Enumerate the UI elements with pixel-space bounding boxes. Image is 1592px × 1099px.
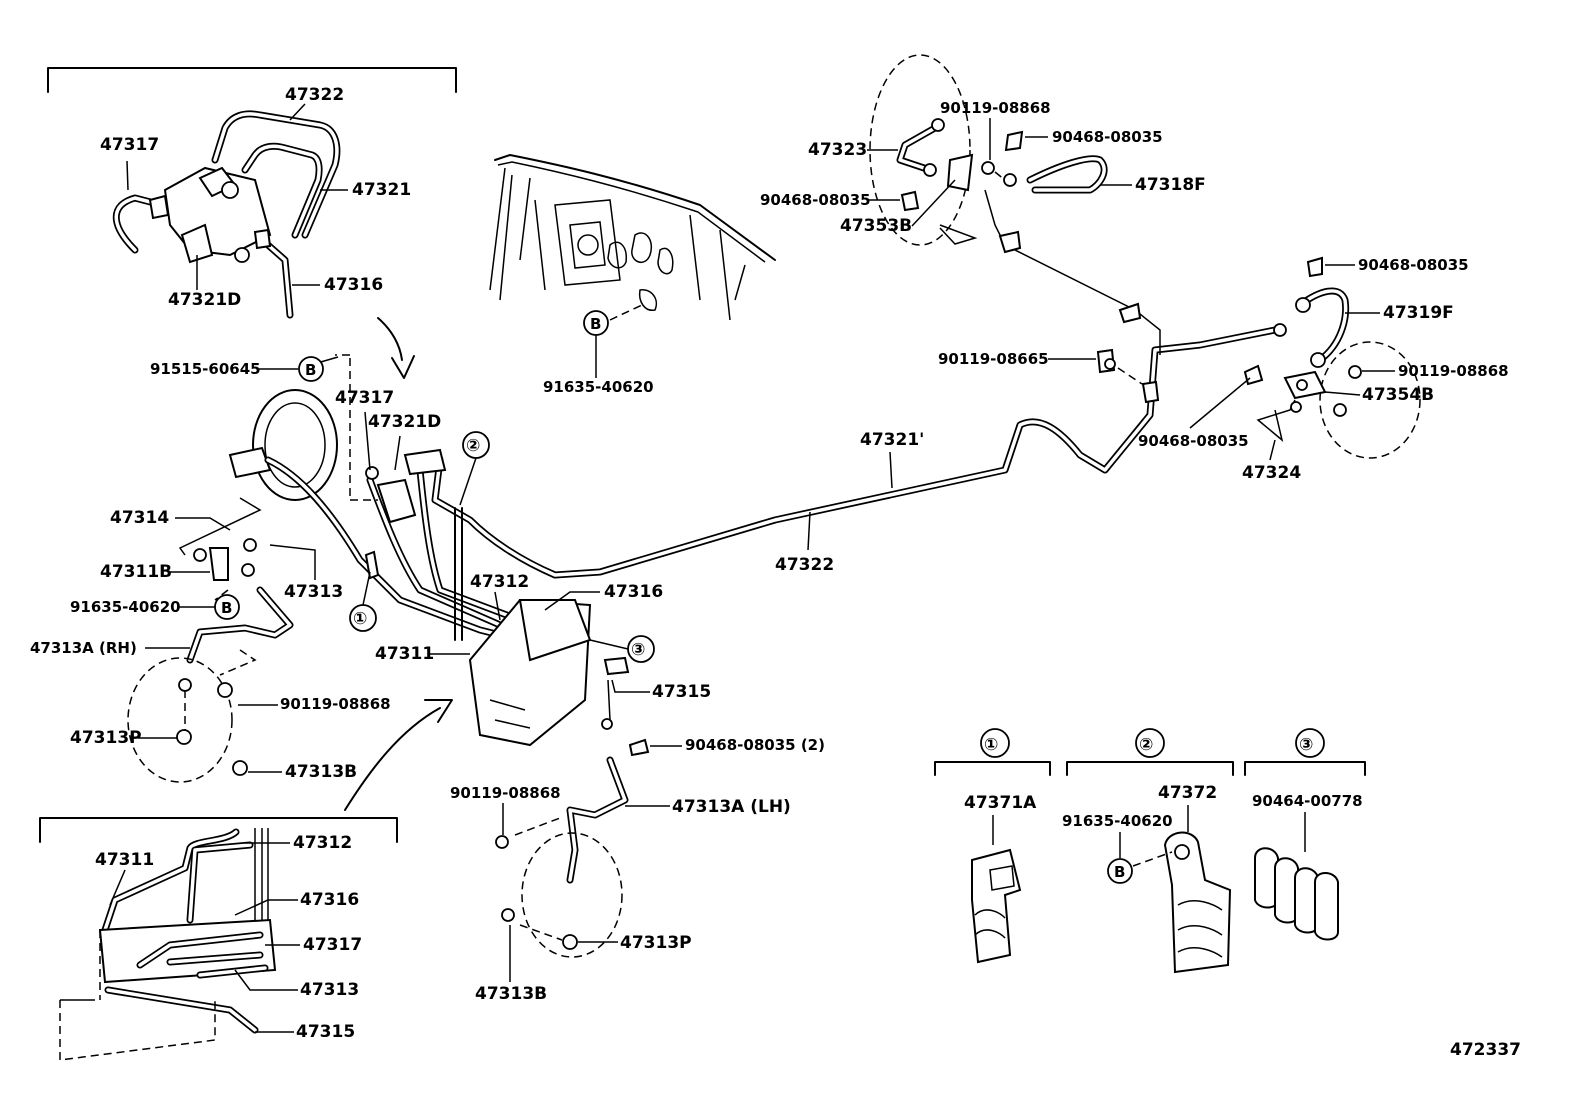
marker-b-top: B [590,315,601,333]
label-47312-mid: 47312 [470,572,529,592]
label-47324: 47324 [1242,463,1301,483]
legend-label-91635-40620: 91635-40620 [1062,812,1173,830]
legend-marker-3: ③ [1299,735,1313,755]
label-91635-40620-top: 91635-40620 [543,378,654,396]
legend-marker-1: ① [984,735,998,755]
legend-label-47372: 47372 [1158,783,1217,803]
label-47321D-top: 47321D [168,290,241,310]
label-47313A-LH: 47313A (LH) [672,797,791,817]
label-47316-mid: 47316 [604,582,663,602]
label-47321D-mid: 47321D [368,412,441,432]
label-91515-60645: 91515-60645 [150,360,261,378]
body-panel: B 91635-40620 [489,154,776,396]
label-47317-mid: 47317 [335,388,394,408]
arrow-up-icon [344,707,441,811]
label-47315-mid: 47315 [652,682,711,702]
marker-b-left1: B [305,361,316,379]
label-90119-08665: 90119-08665 [938,350,1049,368]
legend-label-47371A: 47371A [964,793,1037,813]
inset-label-47316: 47316 [300,890,359,910]
label-47313P-left: 47313P [70,728,142,748]
rear-line-labels: 47321' 47322 [775,430,924,575]
label-47354B: 47354B [1362,385,1434,405]
label-90119-08868-r: 90119-08868 [1398,362,1509,380]
label-90468-08035-r2: 90468-08035 [1138,432,1249,450]
label-47313: 47313 [284,582,343,602]
label-47321-prime: 47321' [860,430,924,450]
marker-1-main: ① [353,609,367,629]
label-47313P-mid: 47313P [620,933,692,953]
clamp-legend: ① ② ③ 47371A 47372 91635-40620 B 90464-0… [934,728,1366,974]
diagram-number: 472337 [1450,1040,1521,1060]
inset-label-47315: 47315 [296,1022,355,1042]
inset-valve-assembly: 47322 47317 47321 47321D 47316 [47,67,457,379]
label-47314: 47314 [110,508,169,528]
legend-marker-b: B [1114,863,1125,881]
marker-2-main: ② [466,436,480,456]
legend-label-90464-00778: 90464-00778 [1252,792,1363,810]
label-91635-40620-left: 91635-40620 [70,598,181,616]
legend-marker-2: ② [1139,735,1153,755]
label-47313B-left: 47313B [285,762,357,782]
label-90468-08035-trl: 90468-08035 [760,191,871,209]
rear-hose-right: 90468-08035 47319F 90119-08665 90119-088… [938,256,1509,483]
label-47323: 47323 [808,140,867,160]
label-47321-top: 47321 [352,180,411,200]
marker-b-left2: B [221,599,232,617]
inset-line-routing: 47311 47312 47316 47317 47313 47315 [39,817,398,1061]
label-47311-mid: 47311 [375,644,434,664]
label-47317-top: 47317 [100,135,159,155]
label-47353B: 47353B [840,216,912,236]
label-47313B-mid: 47313B [475,984,547,1004]
label-47318F: 47318F [1135,175,1206,195]
label-47322-top: 47322 [285,85,344,105]
label-47319F: 47319F [1383,303,1454,323]
label-90468-08035-2: 90468-08035 (2) [685,736,825,754]
label-47313A-RH: 47313A (RH) [30,639,137,657]
rear-hose-upper: 90119-08868 90468-08035 47323 47318F 904… [760,54,1206,355]
main-assembly: B 91515-60645 47317 47321D ② 47314 47311… [30,326,1279,1004]
label-90119-08868-tr: 90119-08868 [940,99,1051,117]
arrow-down-icon [377,317,403,361]
inset-label-47317: 47317 [303,935,362,955]
inset-label-47313: 47313 [300,980,359,1000]
inset-label-47311: 47311 [95,850,154,870]
marker-3-main: ③ [631,640,645,660]
label-90468-08035-tr: 90468-08035 [1052,128,1163,146]
label-47322-mid: 47322 [775,555,834,575]
inset-label-47312: 47312 [293,833,352,853]
label-47311B: 47311B [100,562,172,582]
label-90119-08868-left: 90119-08868 [280,695,391,713]
label-90119-08868-mid: 90119-08868 [450,784,561,802]
label-47316-top: 47316 [324,275,383,295]
label-90468-08035-r1: 90468-08035 [1358,256,1469,274]
